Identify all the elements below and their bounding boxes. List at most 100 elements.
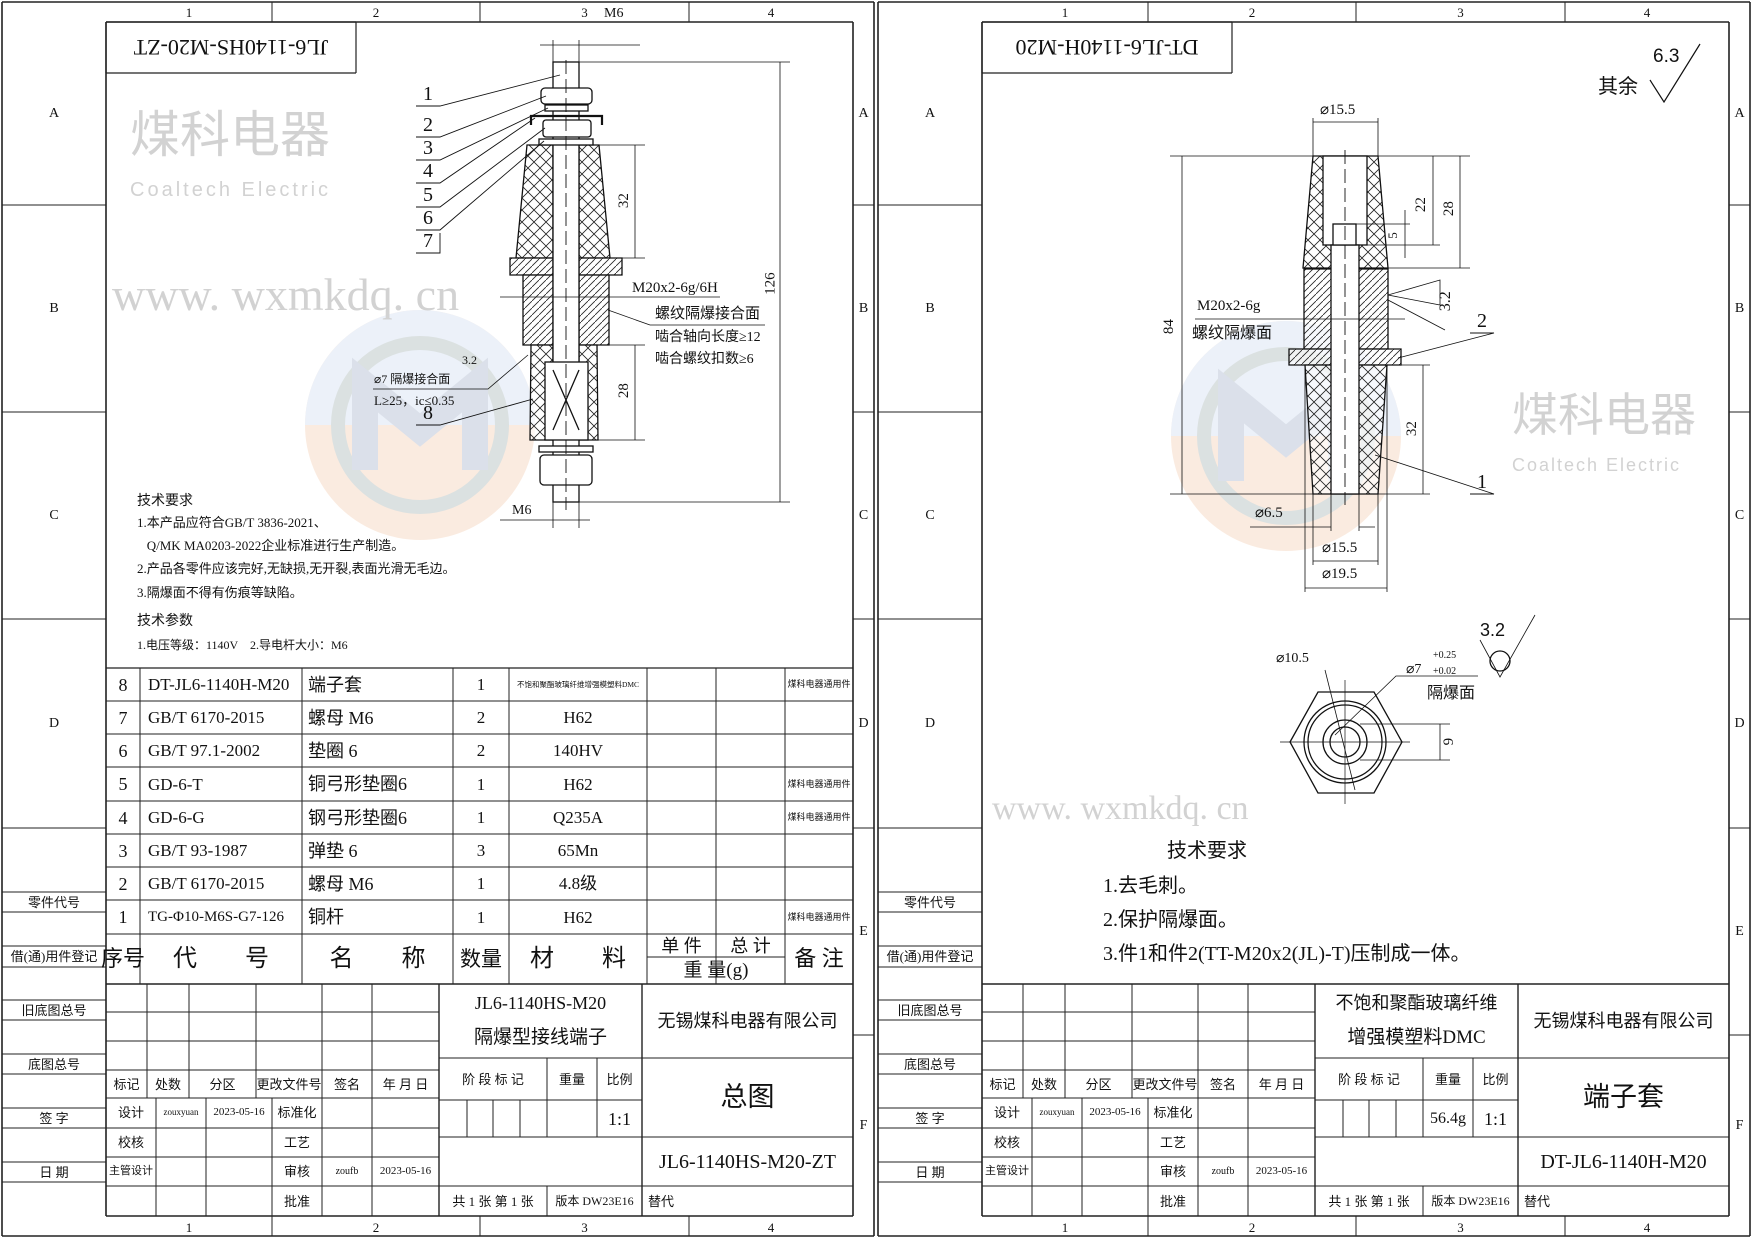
row-label: A xyxy=(48,105,60,121)
part-qty: 1 xyxy=(476,808,486,827)
row-label: D xyxy=(48,715,60,731)
scale-header: 比例 xyxy=(606,1071,633,1087)
column-label: 1 xyxy=(1061,4,1069,20)
part-no: 3 xyxy=(118,840,128,861)
tech-params-title: 技术参数 xyxy=(137,614,193,629)
weight-header: 重量 xyxy=(558,1071,585,1087)
watermark-brand-cn: 煤科电器 xyxy=(1512,389,1696,441)
dim-84: 84 xyxy=(1160,319,1177,335)
part-name: 铜弓形垫圈6 xyxy=(308,774,407,794)
flipped-drawing-code: JL6-1140HS-M20-ZT xyxy=(133,35,329,61)
watermark-brand-en: Coaltech Electric xyxy=(1512,455,1682,475)
part-note: 煤科电器通用件 xyxy=(787,778,851,789)
column-label: 3 xyxy=(1457,4,1464,20)
balloon-1: 1 xyxy=(1477,471,1487,493)
dim-m6-bottom: M6 xyxy=(512,503,532,518)
header-note: 备 注 xyxy=(794,946,844,971)
tech-requirement: 2.产品各零件应该完好,无缺损,无开裂,表面光滑无毛边。 xyxy=(137,561,456,576)
title-block-header: 处数 xyxy=(1030,1076,1057,1092)
balloon-3: 3 xyxy=(423,137,433,159)
column-label: 1 xyxy=(1061,1219,1069,1235)
company-name: 无锡煤科电器有限公司 xyxy=(1533,1011,1714,1031)
column-label: 2 xyxy=(372,4,380,20)
part-qty: 1 xyxy=(476,874,486,893)
dim-9: 9 xyxy=(1441,737,1458,746)
part-qty: 2 xyxy=(476,741,486,760)
tech-params: 1.电压等级：1140V 2.导电杆大小：M6 xyxy=(137,638,348,652)
part-code: GB/T 6170-2015 xyxy=(148,874,265,893)
part-name: 钢弓形垫圈6 xyxy=(308,807,407,828)
tech-requirements-title: 技术要求 xyxy=(137,494,193,509)
row-label: A xyxy=(924,105,936,121)
header-weight: 重 量(g) xyxy=(683,960,749,981)
margin-label-old-base: 旧底图总号 xyxy=(897,1002,963,1018)
title-block-chief: 主管设计 xyxy=(985,1165,1029,1177)
margin-label-date: 日 期 xyxy=(39,1164,69,1180)
title-block-process: 工艺 xyxy=(283,1135,310,1150)
title-block-header: 分区 xyxy=(1085,1076,1112,1092)
tolerance-lower: +0.02 xyxy=(1433,666,1457,677)
title-block-chief: 主管设计 xyxy=(109,1165,153,1177)
part-no: 2 xyxy=(118,873,128,894)
row-label: D xyxy=(924,715,936,731)
part-note xyxy=(785,701,853,734)
row-label: C xyxy=(858,507,869,523)
part-qty: 2 xyxy=(476,708,486,727)
margin-label-borrowed: 借(通)用件登记 xyxy=(10,949,98,964)
part-note: 煤科电器通用件 xyxy=(787,911,851,922)
title-block-design-date: 2023-05-16 xyxy=(1089,1106,1141,1118)
part-code: GD-6-G xyxy=(148,808,205,827)
bore-face-label: ⌀7 隔爆接合面 xyxy=(374,372,451,386)
row-label: A xyxy=(1734,105,1745,121)
title-block-header: 分区 xyxy=(209,1076,236,1092)
thread-face-label: 螺纹隔爆面 xyxy=(1192,325,1273,342)
margin-label-part-code: 零件代号 xyxy=(27,894,80,910)
part-material: H62 xyxy=(563,708,593,727)
dim-m6-top: M6 xyxy=(604,6,624,21)
dim-22: 22 xyxy=(1412,197,1429,213)
margin-label-borrowed: 借(通)用件登记 xyxy=(886,949,974,964)
part-name: 铜杆 xyxy=(308,907,344,927)
weight-header: 重量 xyxy=(1434,1071,1461,1087)
title-block-approve: 批准 xyxy=(1159,1193,1186,1209)
column-label: 4 xyxy=(767,4,775,20)
dim-hex-diameter: ⌀10.5 xyxy=(1276,651,1309,666)
face-label: 隔爆面 xyxy=(1427,685,1476,702)
part-name: 端子套 xyxy=(308,674,362,695)
dim-bottom-diameter: ⌀15.5 xyxy=(1322,540,1358,556)
row-label: B xyxy=(49,300,59,316)
part-code: TG-Φ10-M6S-G7-126 xyxy=(148,908,284,925)
part-code: DT-JL6-1140H-M20 xyxy=(148,675,290,694)
title-block-header: 签名 xyxy=(333,1076,360,1092)
balloon-7: 7 xyxy=(423,230,433,252)
title-block-header: 更改文件号 xyxy=(1132,1076,1198,1092)
column-label: 1 xyxy=(185,1219,193,1235)
column-label: 4 xyxy=(767,1219,775,1235)
title-block-designer: zouxyuan xyxy=(1039,1107,1075,1117)
sheet-count: 共 1 张 第 1 张 xyxy=(452,1193,534,1209)
balloon-1: 1 xyxy=(423,83,433,105)
column-label: 3 xyxy=(581,4,588,20)
header-code: 代 号 xyxy=(173,946,269,972)
column-label: 3 xyxy=(581,1219,588,1235)
title-block-reviewer: zoufb xyxy=(335,1165,359,1177)
drawing-code: DT-JL6-1140H-M20 xyxy=(1540,1150,1707,1173)
column-label: 2 xyxy=(372,1219,380,1235)
header-no: 序号 xyxy=(101,946,146,971)
row-label: B xyxy=(925,300,935,316)
roughness-symbol xyxy=(1649,43,1701,104)
part-no: 7 xyxy=(118,707,128,728)
tech-requirements-title: 技术要求 xyxy=(1167,840,1247,862)
replaces: 替代 xyxy=(648,1193,675,1209)
product-name-line1: JL6-1140HS-M20 xyxy=(474,993,607,1013)
column-label: 3 xyxy=(1457,1219,1464,1235)
title-block-reviewer: zoufb xyxy=(1211,1165,1235,1177)
face-roughness: 3.2 xyxy=(1480,620,1506,640)
part-no: 8 xyxy=(118,674,128,695)
title-block-header: 处数 xyxy=(154,1076,181,1092)
tech-requirement: 1.本产品应符合GB/T 3836-2021、 xyxy=(137,515,327,530)
drawing-title: 总图 xyxy=(720,1082,775,1112)
title-block-design-date: 2023-05-16 xyxy=(213,1106,265,1118)
column-label: 2 xyxy=(1248,1219,1256,1235)
